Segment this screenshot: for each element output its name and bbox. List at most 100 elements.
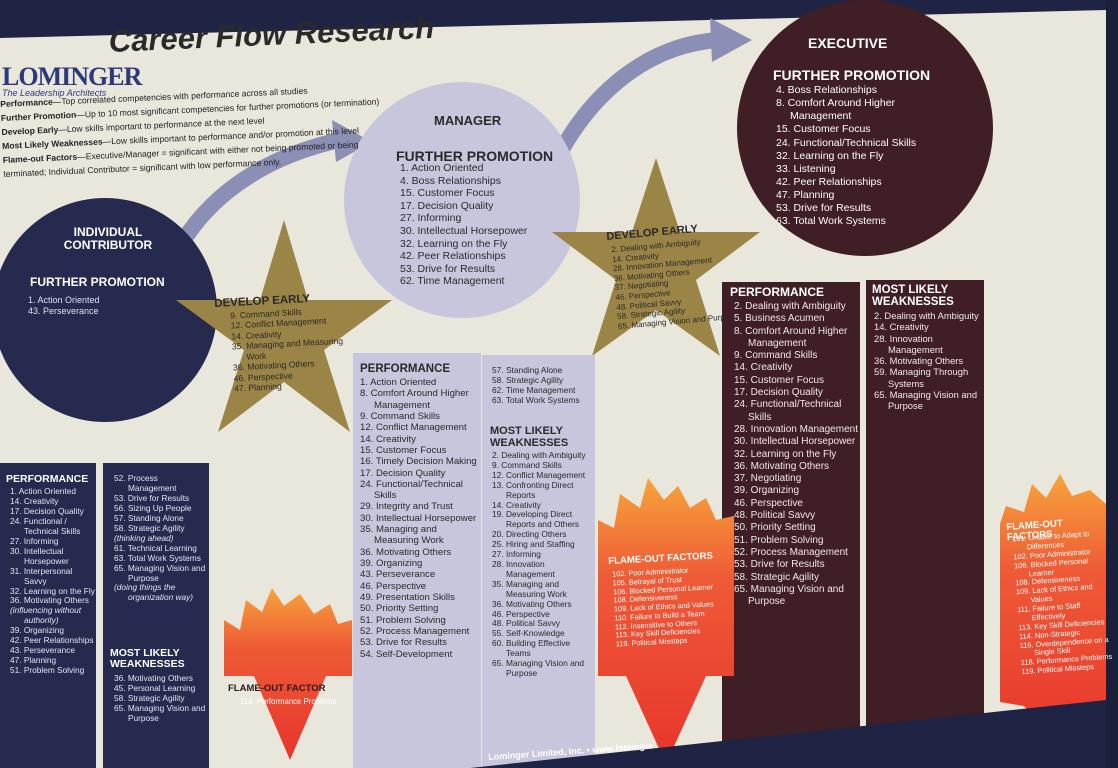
list-item: 43. Perseverance: [10, 645, 76, 656]
list-item: 15. Customer Focus: [776, 123, 871, 136]
ic-weaknesses-title: MOST LIKELY WEAKNESSES: [110, 647, 185, 671]
list-item: 47. Planning: [10, 655, 57, 666]
mgr-weak-col: [482, 355, 595, 768]
list-item: 59. Managing Through Systems: [874, 366, 969, 389]
list-item: 4. Boss Relationships: [776, 84, 877, 96]
list-item: 51. Problem Solving: [360, 614, 446, 626]
list-item: 54. Self-Development: [360, 648, 453, 660]
manager-circle: [344, 82, 580, 318]
list-item: 17. Decision Quality: [734, 387, 823, 399]
list-item: 12. Conflict Management: [360, 422, 467, 434]
list-item: 53. Drive for Results: [400, 262, 496, 275]
list-item: 17. Decision Quality: [400, 199, 494, 212]
list-item: 53. Drive for Results: [360, 637, 447, 649]
list-item: 25. Hiring and Staffing: [492, 539, 575, 550]
list-item: 63. Total Work Systems: [114, 552, 201, 563]
executive-performance-title: PERFORMANCE: [730, 285, 825, 299]
list-item: 50. Priority Setting: [360, 603, 439, 615]
arrow-head-2: [710, 18, 752, 62]
arrow-manager-to-exec: [544, 32, 719, 172]
list-item: 4. Boss Relationships: [400, 174, 501, 187]
list-item: 5. Business Acumen: [734, 313, 825, 325]
ic-star: [176, 220, 392, 432]
list-item: 12. Conflict Management: [492, 469, 586, 480]
list-item: 52. Process Management: [114, 473, 177, 493]
list-item: (influencing without authority): [10, 605, 82, 626]
list-item: 58. Strategic Agility: [492, 374, 564, 385]
list-item: 35. Managing and Measuring Work: [360, 524, 444, 547]
list-item: 39. Organizing: [10, 625, 64, 636]
ic-flameout-title: FLAME-OUT FACTOR: [228, 683, 326, 694]
list-item: 63. Total Work Systems: [776, 215, 886, 228]
manager-title: MANAGER: [434, 113, 502, 128]
list-item: 48. Political Savvy: [492, 618, 560, 629]
list-item: 56. Sizing Up People: [114, 502, 192, 513]
list-item: 15. Customer Focus: [400, 187, 495, 200]
list-item: 63. Total Work Systems: [492, 394, 580, 405]
list-item: 36. Motivating Others: [734, 460, 830, 472]
list-item: 43. Perseverance: [28, 305, 99, 316]
list-item: 28. Innovation Management: [874, 332, 943, 355]
list-item: 17. Decision Quality: [360, 467, 446, 479]
executive-title: EXECUTIVE: [808, 35, 888, 51]
list-item: 52. Process Management: [734, 546, 848, 558]
list-item: 62. Time Management: [492, 384, 576, 395]
list-item: 57. Standing Alone: [492, 365, 563, 375]
logo-tagline: The Leadership Architects: [2, 88, 107, 98]
list-item: 65. Managing Vision and Purpose: [874, 388, 978, 412]
list-item: 19. Developing Direct Reports and Others: [492, 509, 580, 530]
list-item: 9. Command Skills: [492, 459, 562, 470]
list-item: 42. Peer Relationships: [10, 635, 94, 646]
list-item: 42. Peer Relationships: [400, 250, 506, 263]
executive-further-promotion-title: FURTHER PROMOTION: [773, 67, 931, 83]
list-item: 45. Personal Learning: [114, 682, 196, 693]
executive-weaknesses-title: MOST LIKELY WEAKNESSES: [872, 284, 954, 309]
list-item: 8. Comfort Around Higher Management: [776, 97, 896, 123]
list-item: 65. Managing Vision and Purpose: [114, 702, 206, 723]
ic-perf-col: [0, 463, 96, 768]
list-item: 8. Comfort Around Higher Management: [734, 325, 848, 349]
list-item: 35. Managing and Measuring Work: [492, 578, 567, 599]
list-item: 50. Priority Setting: [734, 522, 816, 534]
list-item: 46. Perspective: [492, 608, 550, 619]
list-item: 30. Intellectual Horsepower: [10, 545, 69, 566]
list-item: 55. Self-Knowledge: [492, 628, 565, 639]
list-item: 1. Action Oriented: [28, 295, 100, 305]
ic-flameout-list: 118. Performance Problems: [232, 697, 352, 707]
list-item: 2. Dealing with Ambiguity: [874, 310, 979, 321]
list-item: 46. Perspective: [360, 580, 427, 592]
manager-weaknesses-title: MOST LIKELY WEAKNESSES: [490, 425, 569, 449]
legend: Performance—Top correlated competencies …: [0, 81, 403, 182]
exec-weak-col: [866, 280, 984, 768]
list-item: 14. Creativity: [734, 362, 793, 374]
list-item: 28. Innovation Management: [734, 423, 858, 435]
manager-performance-title: PERFORMANCE: [360, 363, 451, 375]
list-item: 47. Planning: [776, 189, 835, 201]
list-item: 51. Problem Solving: [10, 665, 85, 676]
list-item: (doing things the organization way): [114, 582, 194, 603]
list-item: 58. Strategic Agility: [114, 522, 185, 533]
logo-name: LOMINGER: [2, 62, 142, 91]
list-item: 14. Creativity: [874, 321, 929, 333]
list-item: 51. Problem Solving: [734, 534, 824, 546]
list-item: 118. Performance Problems: [240, 697, 337, 706]
list-item: 48. Political Savvy: [734, 510, 816, 522]
list-item: 24. Functional / Technical Skills: [10, 515, 81, 536]
manager-star: [552, 158, 760, 356]
mgr-flame: [598, 478, 734, 764]
list-item: 27. Informing: [492, 549, 541, 560]
footer-band: [470, 700, 1106, 768]
